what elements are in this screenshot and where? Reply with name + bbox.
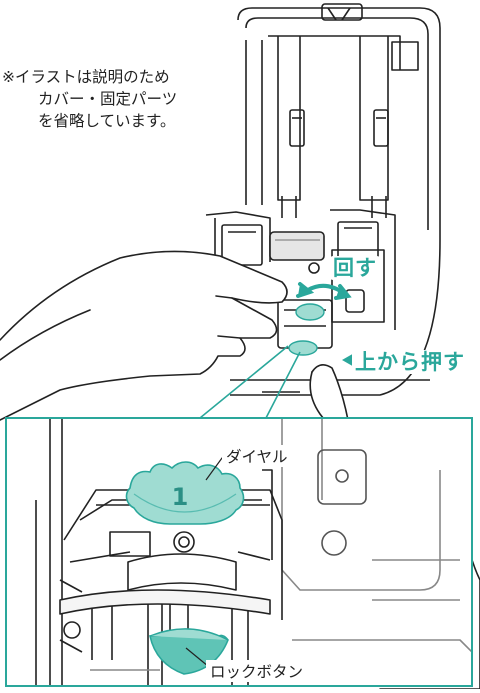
push-callout: 上から押す: [352, 346, 468, 376]
rotate-arrow: [296, 282, 352, 300]
note-line-3: を省略しています。: [38, 112, 176, 130]
upper-dial: [288, 303, 325, 356]
left-hand: [0, 250, 288, 421]
illustration-note: ※イラストは説明のため カバー・固定パーツ を省略しています。: [2, 66, 177, 132]
rotate-callout: 回す: [330, 252, 380, 282]
lock-button-label: ロックボタン: [206, 660, 308, 682]
dial: 1: [125, 461, 245, 525]
dial-label: ダイヤル: [222, 445, 292, 467]
dial-number: 1: [172, 483, 189, 511]
note-line-2: カバー・固定パーツ: [38, 90, 178, 108]
device-body: [205, 3, 441, 396]
note-line-1: ※イラストは説明のため: [2, 68, 170, 86]
